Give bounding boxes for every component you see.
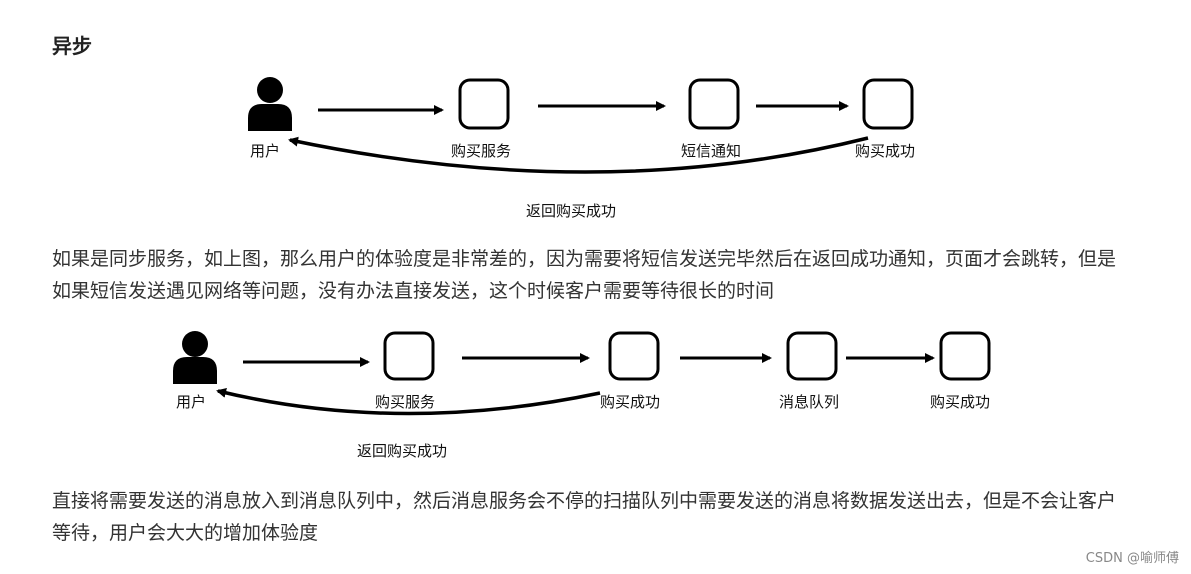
node-box-buy-success	[862, 78, 914, 130]
return-label: 返回购买成功	[357, 442, 447, 460]
async-flow-diagram: 用户 购买服务 购买成功 消息队列 购买成功 返回购买成功	[173, 331, 991, 460]
return-arrow-curve	[216, 388, 601, 416]
node-box-buy-success-2	[939, 331, 991, 381]
node-label-buy-success-2: 购买成功	[930, 393, 990, 411]
node-box-buy-service	[383, 331, 435, 381]
section-heading: 异步	[52, 34, 92, 58]
node-box-message-queue	[786, 331, 838, 381]
node-label-buy-service: 购买服务	[375, 393, 435, 411]
user-icon	[173, 331, 217, 384]
node-box-buy-success	[608, 331, 660, 381]
csdn-watermark: CSDN @喻师傅	[1085, 551, 1179, 566]
return-label: 返回购买成功	[526, 202, 616, 220]
node-box-buy-service	[458, 78, 510, 130]
node-box-sms	[688, 78, 740, 130]
return-arrow-curve	[288, 136, 869, 174]
user-label: 用户	[176, 393, 206, 411]
user-icon	[248, 77, 292, 131]
user-label: 用户	[250, 142, 280, 160]
paragraph-async-explanation: 直接将需要发送的消息放入到消息队列中，然后消息服务会不停的扫描队列中需要发送的消…	[52, 490, 1117, 544]
node-label-sms: 短信通知	[681, 142, 741, 160]
node-label-buy-service: 购买服务	[451, 142, 511, 160]
node-label-buy-success: 购买成功	[600, 393, 660, 411]
node-label-buy-success: 购买成功	[855, 142, 915, 160]
paragraph-sync-explanation: 如果是同步服务，如上图，那么用户的体验度是非常差的，因为需要将短信发送完毕然后在…	[52, 248, 1117, 302]
sync-flow-diagram: 用户 购买服务 短信通知 购买成功 返回购买成功	[248, 77, 915, 220]
node-label-message-queue: 消息队列	[779, 393, 839, 411]
